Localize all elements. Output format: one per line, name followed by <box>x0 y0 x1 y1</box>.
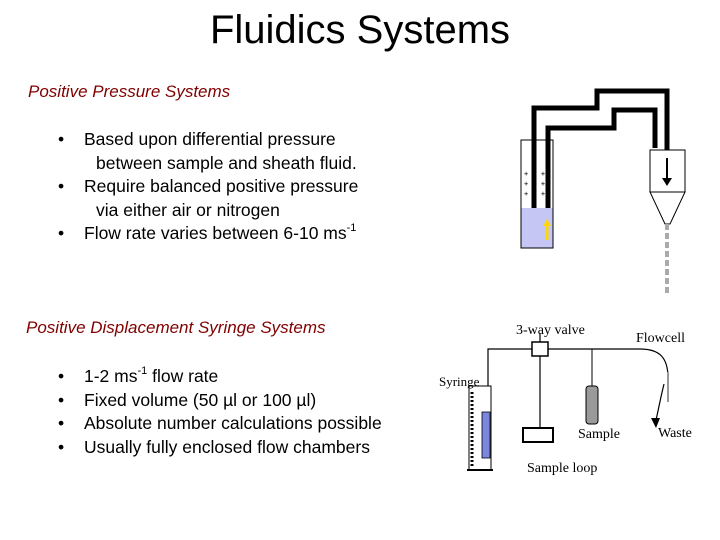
sample-loop <box>522 427 554 443</box>
bullet-text: 1-2 ms <box>84 366 138 386</box>
svg-text:+ + +: + + + <box>524 190 545 198</box>
syringe-system <box>467 334 669 471</box>
waste-arrow <box>651 418 660 428</box>
sample-label: Sample <box>578 427 620 442</box>
pressure-pipes <box>531 88 670 220</box>
bullet-text: between sample and sheath fluid. <box>96 152 357 173</box>
three-way-valve <box>531 341 549 357</box>
page-title: Fluidics Systems <box>209 8 511 52</box>
positive-pressure-bullets: Based upon differential pressure between… <box>58 128 358 246</box>
waste-label: Waste <box>658 426 692 441</box>
bullet-item: 1-2 ms-1 flow rate <box>58 365 382 389</box>
three-way-valve-label: 3-way valve <box>516 323 585 338</box>
flowcell-tube <box>639 348 669 379</box>
sample-loop-label: Sample loop <box>527 461 598 476</box>
sample-pipe <box>545 107 658 220</box>
svg-text:+ + +: + + + <box>524 170 545 178</box>
bullet-text: flow rate <box>147 366 219 386</box>
bullet-text: via either air or nitrogen <box>96 199 280 220</box>
bullet-item: Usually fully enclosed flow chambers <box>58 436 382 460</box>
syringe-fluid <box>481 411 491 459</box>
superscript: -1 <box>137 365 148 378</box>
pressure-flowcell <box>649 149 686 296</box>
svg-text:+ + +: + + + <box>524 180 545 188</box>
bullet-text: Require balanced positive pressure <box>84 176 359 196</box>
reservoir-outline <box>520 139 554 249</box>
bullet-item: Absolute number calculations possible <box>58 412 382 436</box>
section-heading-syringe-systems: Positive Displacement Syringe Systems <box>26 318 326 337</box>
bullet-text: Usually fully enclosed flow chambers <box>84 436 370 457</box>
bullet-item: Fixed volume (50 µl or 100 µl) <box>58 389 382 413</box>
sample-tube <box>585 385 599 425</box>
flowcell-label: Flowcell <box>636 331 685 346</box>
bullet-item: Flow rate varies between 6-10 ms-1 <box>58 222 358 246</box>
pressure-plus-signs: + + + + + + + + + <box>524 170 545 198</box>
bullet-item: Require balanced positive pressure <box>58 175 358 199</box>
bullet-continuation: between sample and sheath fluid. <box>58 152 358 176</box>
syringe-label: Syringe <box>439 374 480 389</box>
pressure-reservoir: + + + + + + + + + <box>520 139 554 249</box>
stream-arrow <box>543 219 551 226</box>
section-heading-positive-pressure: Positive Pressure Systems <box>28 82 231 101</box>
bullet-continuation: via either air or nitrogen <box>58 199 358 223</box>
bullet-text: Based upon differential pressure <box>84 129 336 149</box>
superscript: -1 <box>346 222 357 235</box>
bullet-text: Fixed volume (50 µl or 100 µl) <box>84 389 317 410</box>
sheath-pipe <box>531 88 670 210</box>
bullet-text: Flow rate varies between 6-10 ms <box>84 223 347 243</box>
syringe-bullets: 1-2 ms-1 flow rate Fixed volume (50 µl o… <box>58 365 382 459</box>
bullet-item: Based upon differential pressure <box>58 128 358 152</box>
bullet-text: Absolute number calculations possible <box>84 413 382 433</box>
